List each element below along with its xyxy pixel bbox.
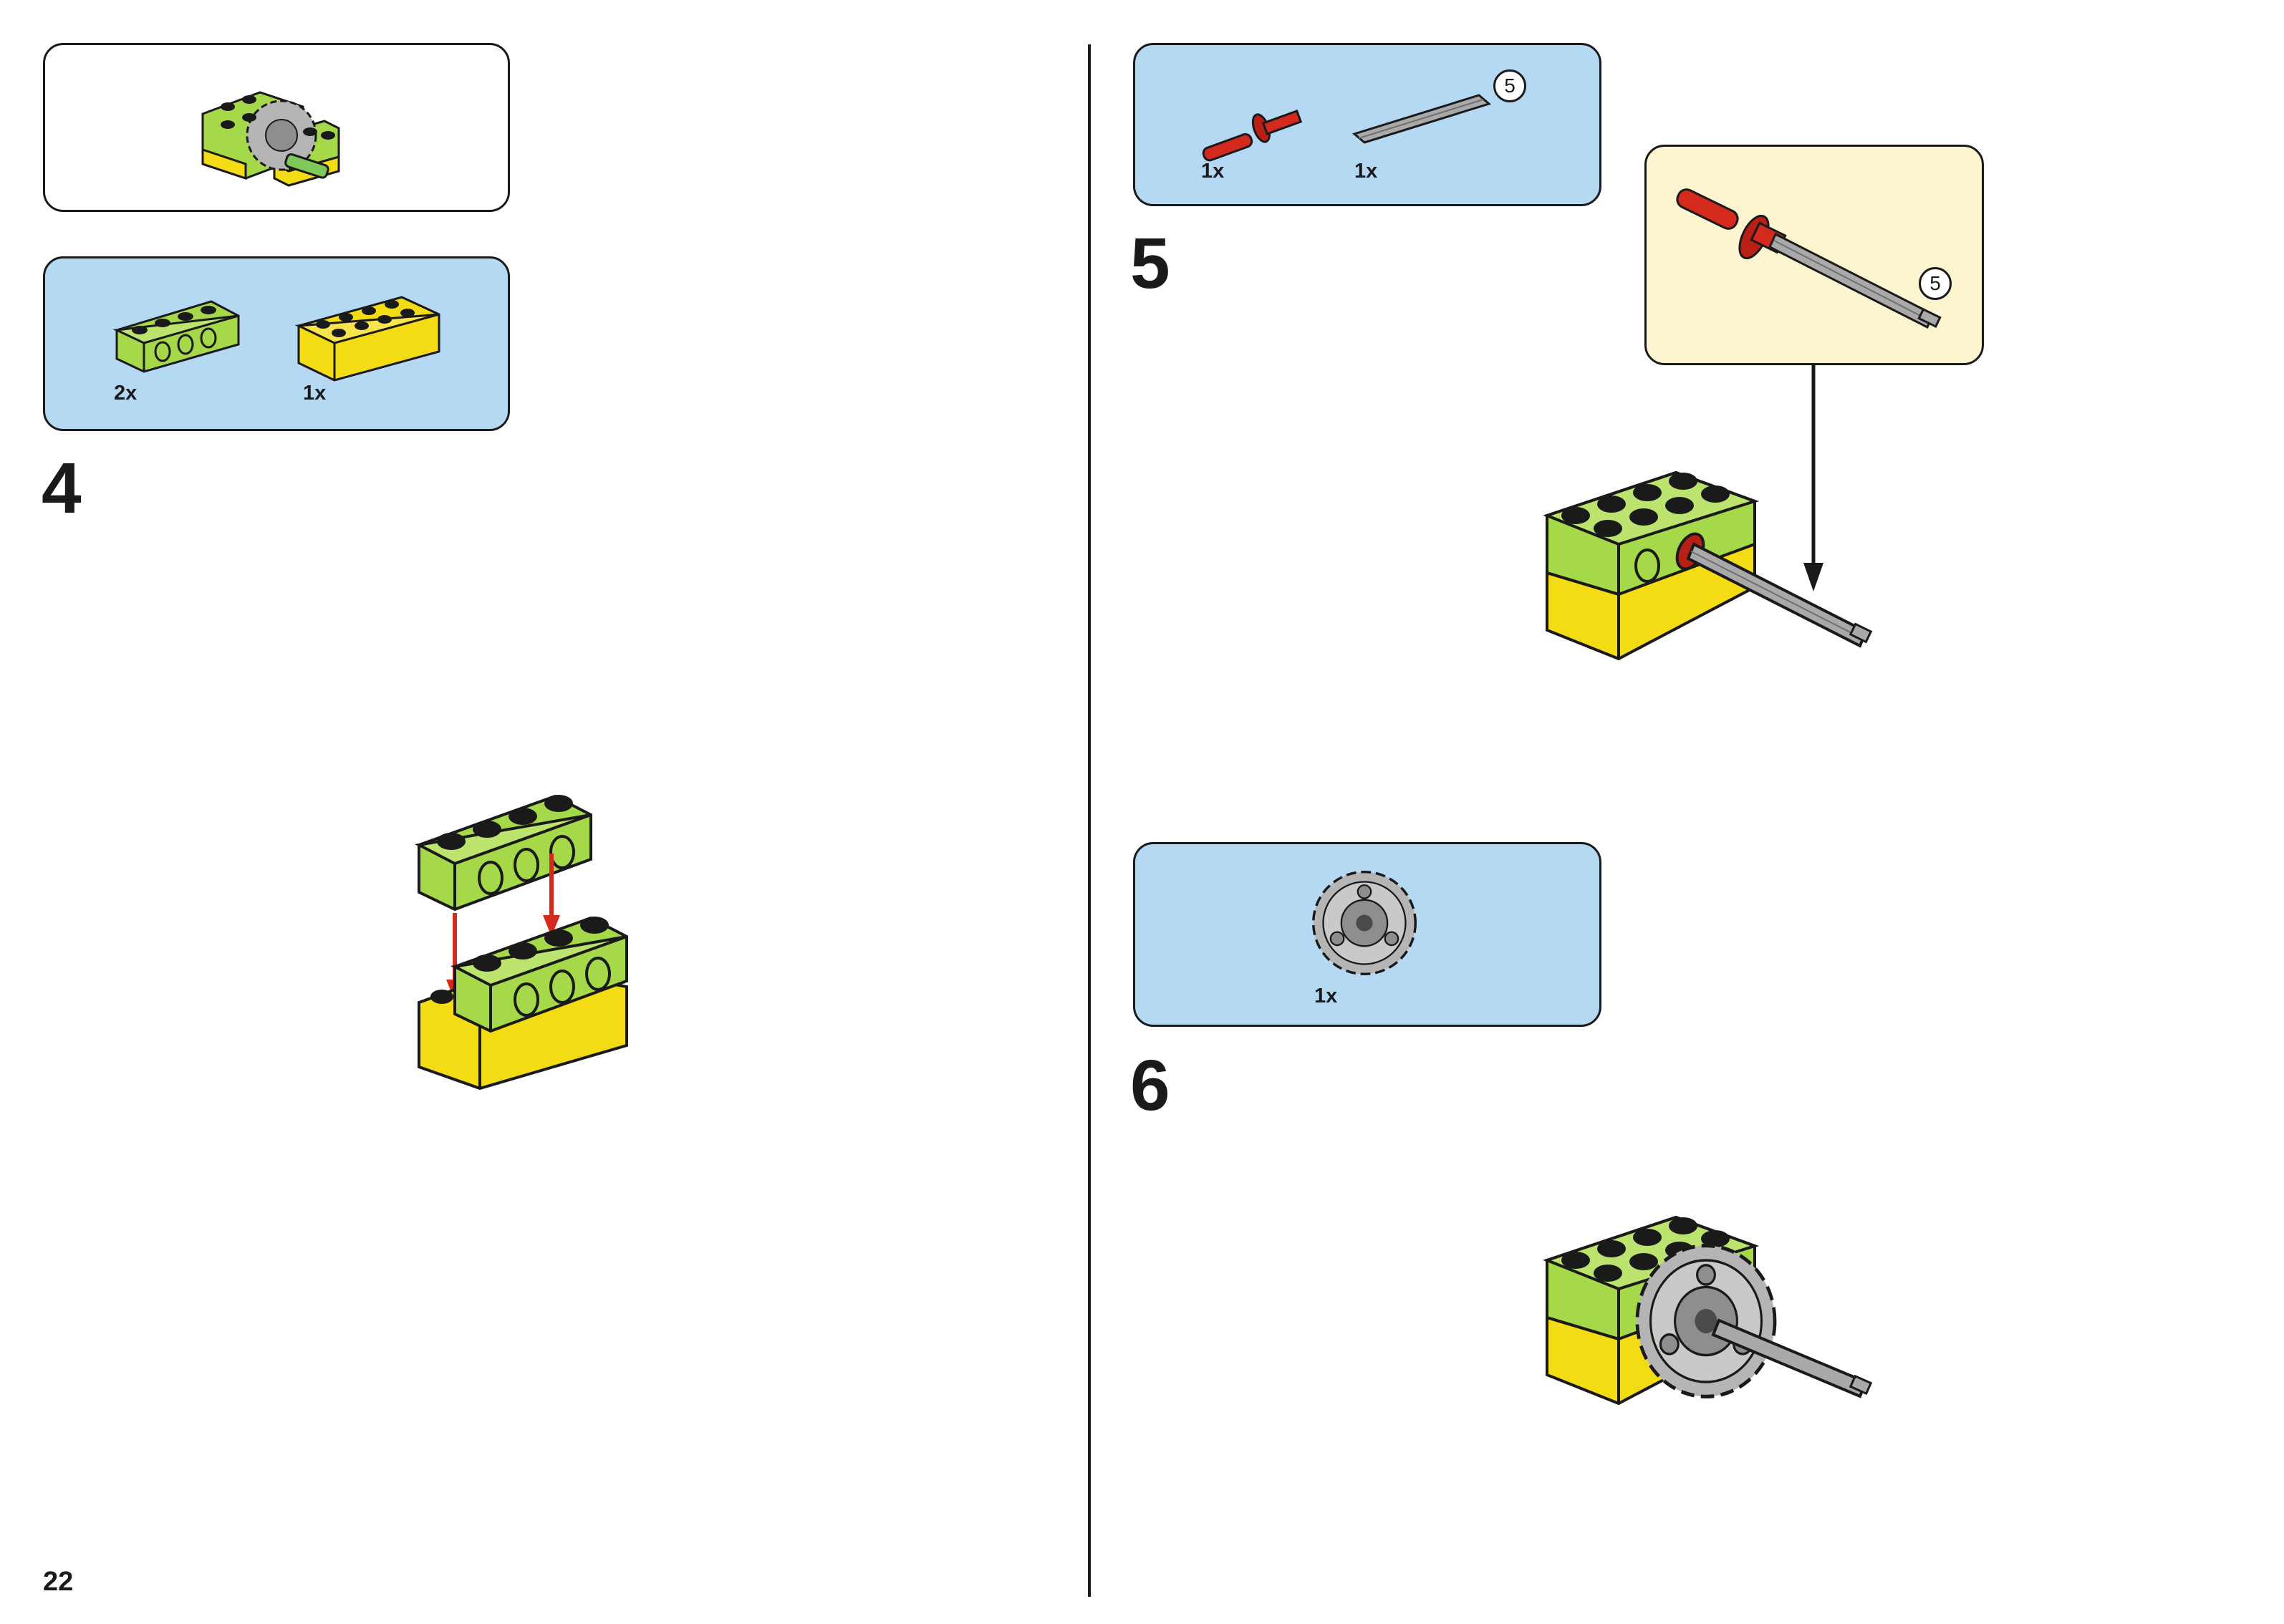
- part-green-technic-brick: [112, 300, 240, 373]
- callout-axle-length-badge: 5: [1919, 267, 1952, 300]
- step-4-part-2-quantity: 1x: [303, 382, 327, 405]
- part-grey-axle: [1351, 94, 1492, 144]
- subassembly-preview-illustration: [201, 91, 340, 187]
- step-5-callout-panel: 5: [1644, 145, 1984, 365]
- page-divider: [1088, 44, 1091, 1597]
- step-5-assembly-illustration: [1543, 470, 1873, 661]
- step-6-parts-panel: 1x: [1133, 842, 1601, 1027]
- part-yellow-brick: [294, 296, 440, 382]
- step-4-assembly-illustration: [414, 794, 628, 1091]
- page-number: 22: [43, 1567, 74, 1597]
- step-5-part-2-quantity: 1x: [1354, 160, 1378, 183]
- subassembly-preview-panel: [43, 43, 510, 212]
- step-6-assembly-illustration: [1543, 1215, 1873, 1406]
- step-5-parts-panel: 1x 5 1x: [1133, 43, 1601, 206]
- step-6-part-1-quantity: 1x: [1314, 985, 1338, 1007]
- step-4-part-1-quantity: 2x: [114, 382, 138, 405]
- part-red-axle-pin: [1202, 110, 1303, 162]
- step-4-parts-panel: 2x 1x: [43, 256, 510, 431]
- step-6-number: 6: [1130, 1045, 1170, 1126]
- callout-pin-axle-illustration: [1676, 188, 1942, 329]
- step-5-number: 5: [1130, 223, 1170, 304]
- step-4-number: 4: [42, 448, 82, 528]
- step-5-part-1-quantity: 1x: [1201, 160, 1225, 183]
- part-grey-gear: [1311, 870, 1417, 976]
- step-5-axle-length-badge: 5: [1493, 69, 1526, 102]
- callout-down-arrow: [1803, 365, 1823, 591]
